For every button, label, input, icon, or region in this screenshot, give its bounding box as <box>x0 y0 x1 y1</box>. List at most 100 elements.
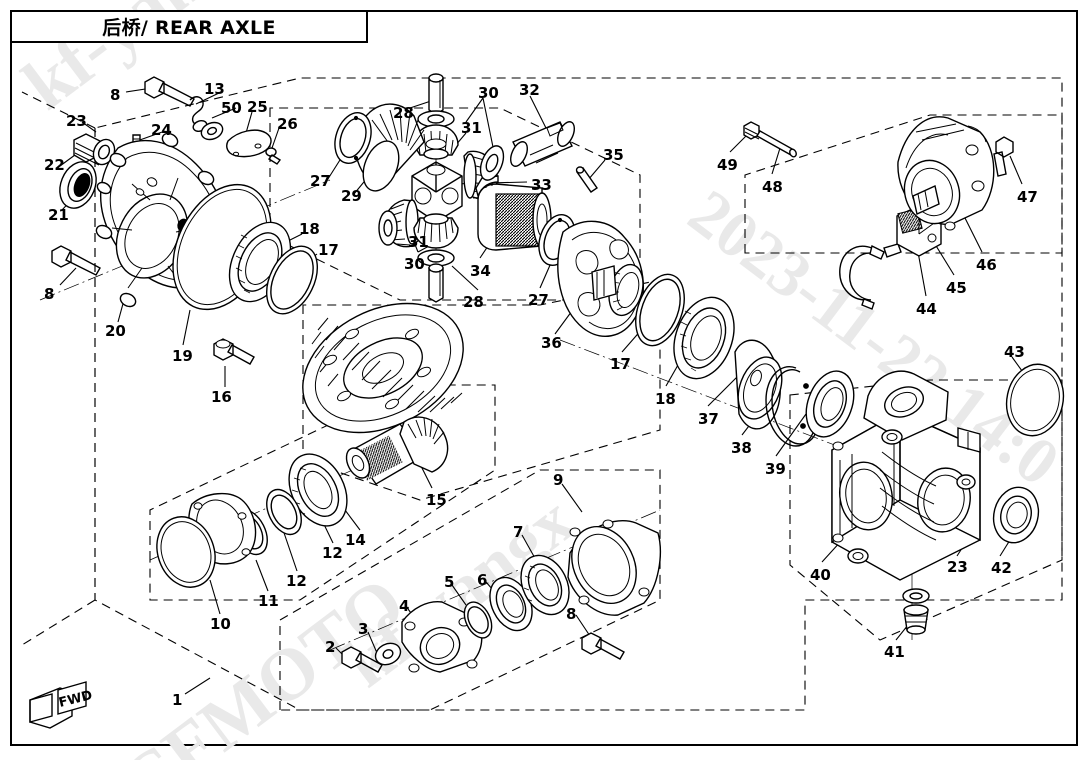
callout-number-40: 40 <box>810 566 831 584</box>
callout-number-23b: 23 <box>947 558 968 576</box>
callout-number-14: 14 <box>345 531 366 549</box>
callout-number-24: 24 <box>151 121 172 139</box>
snap-ring-38 <box>765 366 819 447</box>
callout-number-1: 1 <box>172 691 183 709</box>
splined-collar-34 <box>475 175 552 251</box>
bearing-18b <box>673 296 735 380</box>
callout-number-30b: 30 <box>404 255 425 273</box>
bolt-8c <box>581 632 625 660</box>
callout-number-41: 41 <box>884 643 905 661</box>
callout-number-31b: 31 <box>408 233 429 251</box>
callout-number-12a: 12 <box>286 572 307 590</box>
diagram-frame <box>10 10 1078 746</box>
seal-39 <box>805 370 855 438</box>
seal-21 <box>59 161 97 209</box>
part-group-right-housing <box>831 363 1065 635</box>
callout-number-44: 44 <box>916 300 937 318</box>
part-group-left-cover <box>51 76 318 365</box>
callout-number-36: 36 <box>541 334 562 352</box>
washer-30a-top <box>417 110 455 128</box>
side-gear-31b <box>413 213 459 249</box>
washer-50 <box>200 121 224 141</box>
ring-gear <box>302 302 464 434</box>
callout-number-16: 16 <box>211 388 232 406</box>
washer-23a <box>92 138 116 166</box>
drain-plug-41 <box>903 604 929 635</box>
bearing-7 <box>520 554 570 616</box>
callout-number-28a: 28 <box>393 104 414 122</box>
part-group-hub <box>341 519 661 673</box>
callout-number-17b: 17 <box>610 355 631 373</box>
pinion-shaft <box>345 416 449 485</box>
ring-5 <box>463 601 493 639</box>
callout-number-35: 35 <box>603 146 624 164</box>
seal-42 <box>992 486 1040 544</box>
callout-number-32: 32 <box>519 81 540 99</box>
callout-number-19: 19 <box>172 347 193 365</box>
diagram-title-box: 后桥/ REAR AXLE <box>10 10 368 43</box>
pin-28b <box>428 263 444 303</box>
shaft-32 <box>510 121 575 167</box>
shim-27a <box>334 112 372 164</box>
callout-number-8c: 8 <box>566 605 577 623</box>
part-group-shift-actuator <box>743 116 1014 310</box>
shim-17b <box>635 273 685 347</box>
callout-number-3: 3 <box>358 620 369 638</box>
housing-40 <box>831 370 981 581</box>
spider-33 <box>411 161 463 223</box>
shim-27b <box>538 214 576 266</box>
callout-number-38: 38 <box>731 439 752 457</box>
callout-number-21: 21 <box>48 206 69 224</box>
washer-30a-shaft <box>479 145 505 181</box>
callout-number-4: 4 <box>399 597 410 615</box>
callout-number-25: 25 <box>247 98 268 116</box>
bearing-14 <box>288 453 348 527</box>
callout-number-20: 20 <box>105 322 126 340</box>
bolt-8a <box>144 76 195 107</box>
callout-number-49: 49 <box>717 156 738 174</box>
callout-number-10: 10 <box>210 615 231 633</box>
callout-number-42: 42 <box>991 559 1012 577</box>
callout-number-17a: 17 <box>318 241 339 259</box>
callout-number-46: 46 <box>976 256 997 274</box>
bolt-8b <box>51 245 101 276</box>
o-ring-43 <box>1005 363 1065 437</box>
screw-26 <box>265 147 282 165</box>
callout-number-23a: 23 <box>66 112 87 130</box>
flange-4 <box>401 601 483 673</box>
callout-number-27b: 27 <box>528 291 549 309</box>
part-group-differential <box>334 73 855 447</box>
part-group-ring-gear-15 <box>156 302 464 588</box>
shift-fork-44 <box>839 243 902 310</box>
page-title: 后桥/ REAR AXLE <box>102 17 276 39</box>
pin-28a <box>428 73 444 115</box>
o-ring-10 <box>156 516 216 588</box>
seal-6 <box>489 576 533 632</box>
callout-number-31a: 31 <box>461 119 482 137</box>
ring-12b <box>266 488 302 536</box>
callout-number-48: 48 <box>762 178 783 196</box>
callout-number-30a: 30 <box>478 84 499 102</box>
callout-number-13: 13 <box>204 80 225 98</box>
callout-number-8b: 8 <box>44 285 55 303</box>
callout-number-5: 5 <box>444 573 455 591</box>
callout-number-12b: 12 <box>322 544 343 562</box>
washer-23b <box>902 588 930 604</box>
callout-number-6: 6 <box>477 571 488 589</box>
washer-30b-left <box>378 210 398 246</box>
callout-number-28b: 28 <box>463 293 484 311</box>
callout-number-47: 47 <box>1017 188 1038 206</box>
callout-number-45: 45 <box>946 279 967 297</box>
bolt-16 <box>213 338 255 365</box>
carrier-9 <box>567 519 661 616</box>
callout-number-2: 2 <box>325 638 336 656</box>
fwd-marker: FWD <box>29 681 94 729</box>
callout-number-34: 34 <box>470 262 491 280</box>
callout-number-37: 37 <box>698 410 719 428</box>
callout-number-26: 26 <box>277 115 298 133</box>
callout-number-18b: 18 <box>655 390 676 408</box>
rod-48 <box>756 130 797 158</box>
callout-number-9: 9 <box>553 471 564 489</box>
